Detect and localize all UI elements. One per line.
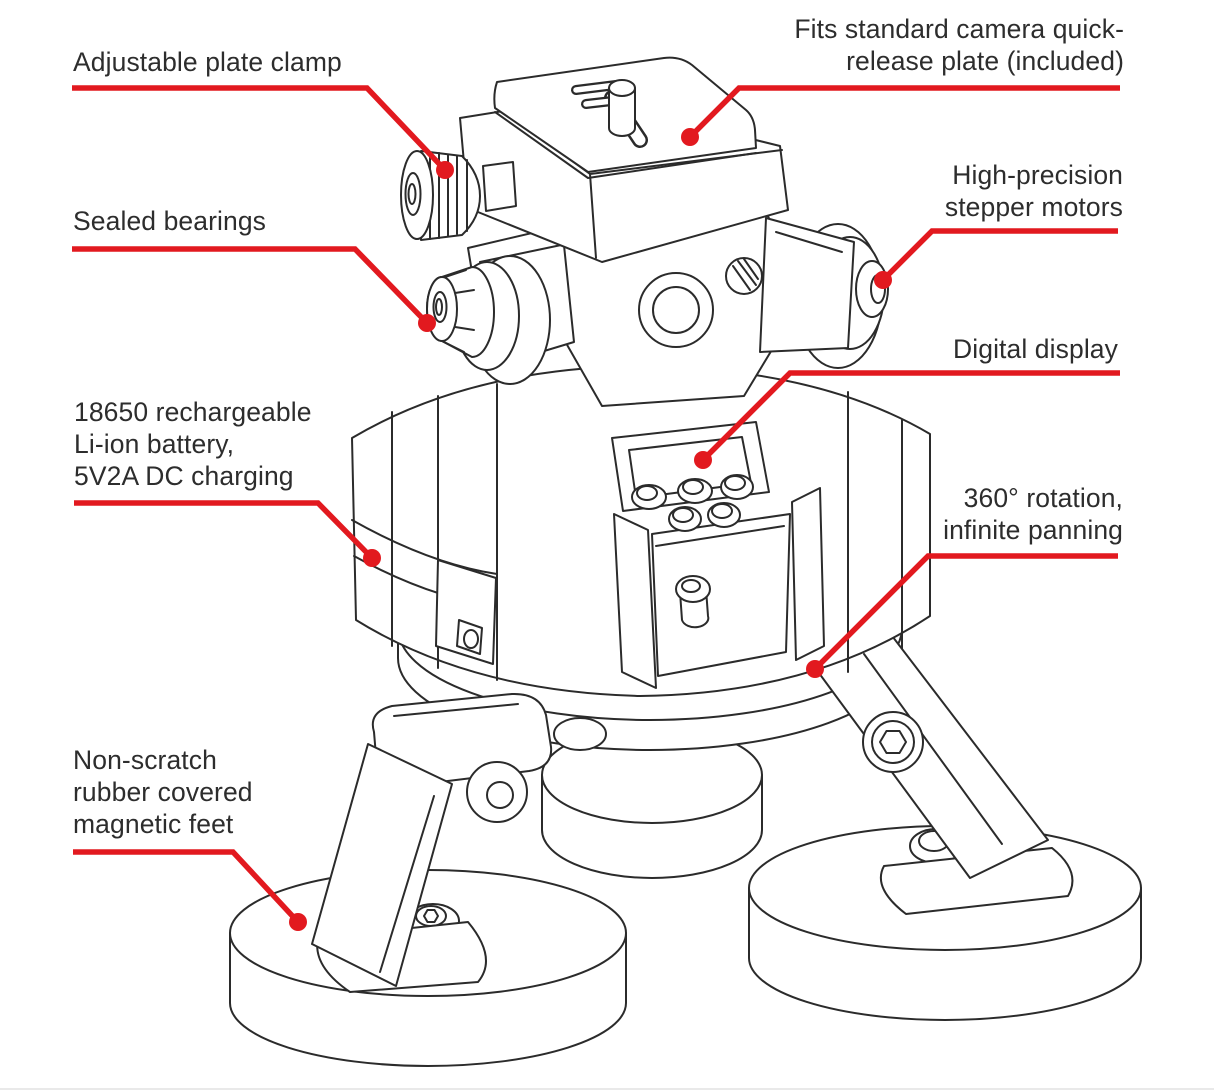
callout-dot-sealed-bearings (418, 314, 436, 332)
label-line: 5V2A DC charging (74, 461, 294, 491)
label-line: stepper motors (944, 192, 1123, 222)
callout-line-plate-clamp (72, 85, 447, 172)
label-line: release plate (included) (846, 46, 1124, 76)
label-line: Digital display (953, 334, 1118, 364)
callout-label-battery: 18650 rechargeable Li-ion battery, 5V2A … (74, 396, 312, 492)
callout-line-feet (73, 849, 301, 924)
callout-label-sealed-bearings: Sealed bearings (73, 205, 266, 237)
callout-dot-battery (363, 549, 381, 567)
callout-label-digital-display: Digital display (953, 333, 1118, 365)
callout-dot-digital-display (694, 451, 712, 469)
label-line: 18650 rechargeable (74, 397, 312, 427)
plate-pin (608, 87, 636, 137)
label-line: Non-scratch (73, 745, 217, 775)
label-line: Li-ion battery, (74, 429, 235, 459)
label-line: rubber covered (73, 777, 253, 807)
callout-line-rotation (813, 553, 1118, 671)
control-buttons (631, 474, 754, 532)
label-line: infinite panning (943, 515, 1123, 545)
callout-line-quick-release (688, 85, 1120, 139)
callout-dot-stepper-motors (874, 271, 892, 289)
label-line: 360° rotation, (963, 483, 1123, 513)
label-line: magnetic feet (73, 809, 234, 839)
label-line: Fits standard camera quick- (794, 14, 1124, 44)
label-line: Adjustable plate clamp (73, 47, 342, 77)
quick-release-clamp (400, 56, 789, 263)
clamp-knob (400, 150, 517, 241)
callout-dot-rotation (806, 660, 824, 678)
callout-dot-plate-clamp (436, 161, 454, 179)
leg-front-left (311, 692, 553, 993)
leg-right (801, 627, 1074, 915)
callout-lines (72, 85, 1120, 931)
bottom-rule (0, 1088, 1214, 1090)
sealed-bearing (426, 255, 551, 385)
front-panel (651, 513, 791, 677)
label-line: High-precision (952, 160, 1123, 190)
callout-dot-quick-release (681, 128, 699, 146)
callout-line-digital-display (701, 370, 1120, 462)
label-line: Sealed bearings (73, 206, 267, 236)
hatched-bolt (725, 257, 763, 295)
callout-label-stepper-motors: High-precision stepper motors (945, 159, 1123, 223)
callout-label-quick-release: Fits standard camera quick- release plat… (794, 13, 1124, 77)
tilt-yoke (426, 215, 889, 407)
callout-line-battery (74, 500, 374, 560)
callout-line-stepper-motors (881, 228, 1118, 282)
callout-label-plate-clamp: Adjustable plate clamp (73, 46, 342, 78)
callout-label-feet: Non-scratch rubber covered magnetic feet (73, 744, 253, 840)
magnetic-foot-right (748, 825, 1142, 1021)
callout-label-rotation: 360° rotation, infinite panning (943, 482, 1123, 546)
callout-dot-feet (289, 913, 307, 931)
body-drum (351, 365, 931, 697)
callout-line-sealed-bearings (72, 246, 429, 325)
